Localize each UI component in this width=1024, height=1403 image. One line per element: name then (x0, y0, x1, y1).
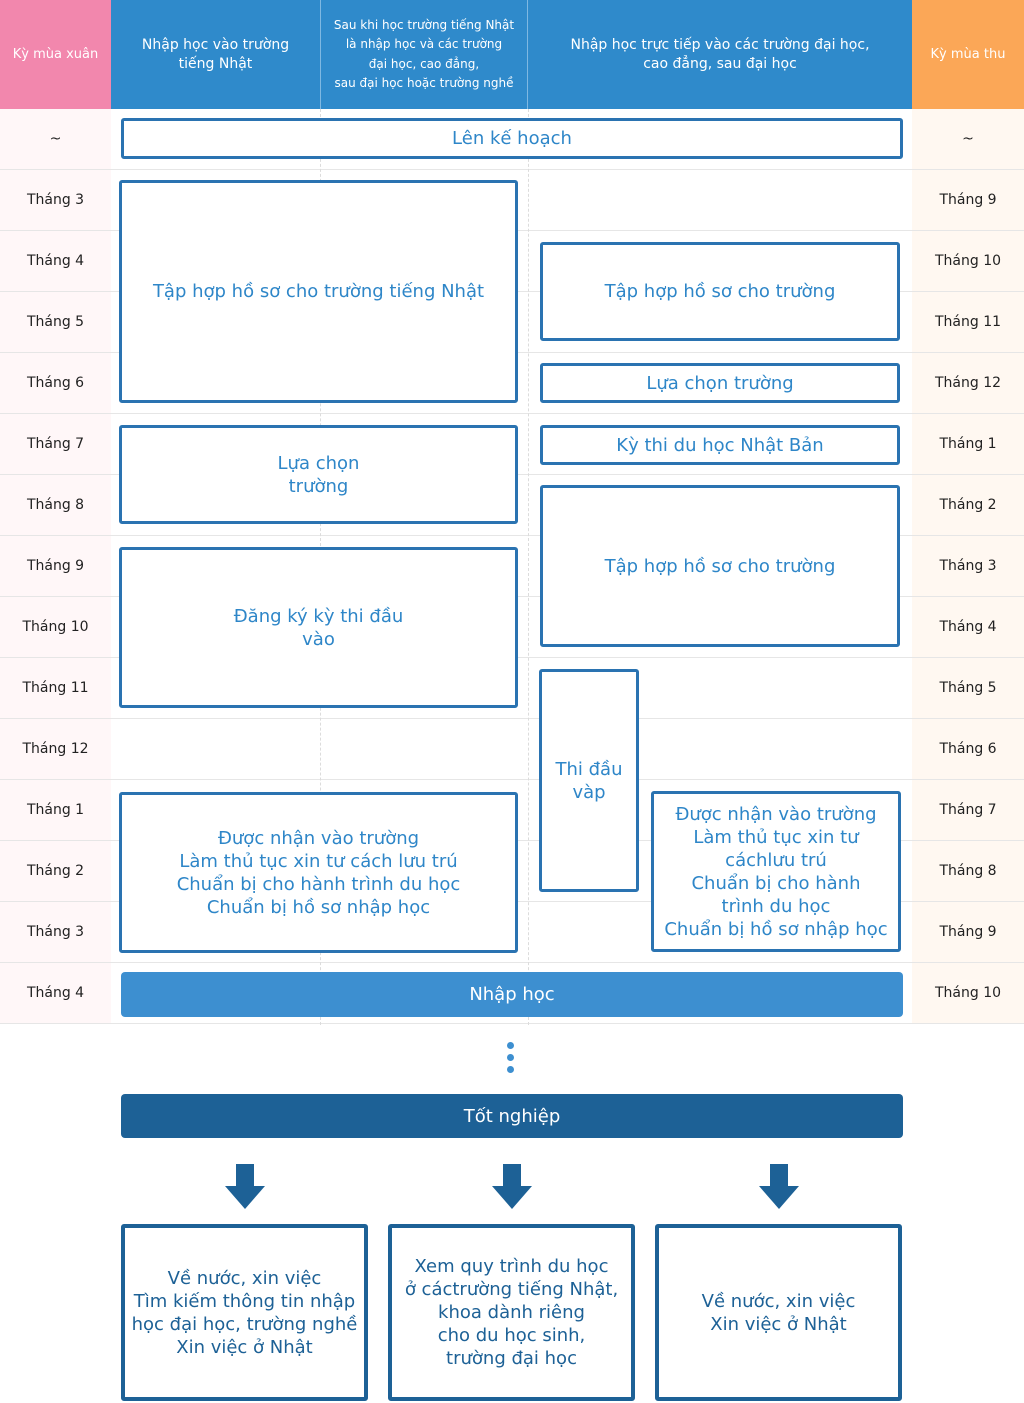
box-eju-exam: Kỳ thi du học Nhật Bản (540, 425, 900, 465)
outcome-box-3: Về nước, xin việc Xin việc ở Nhật (655, 1224, 902, 1401)
month-label-autumn: Tháng 12 (912, 353, 1024, 413)
outcome-box-1: Về nước, xin việc Tìm kiếm thông tin nhậ… (121, 1224, 368, 1401)
month-label-autumn: Tháng 3 (912, 536, 1024, 596)
month-label-autumn: Tháng 1 (912, 414, 1024, 474)
box-graduation: Tốt nghiệp (121, 1094, 903, 1138)
header-language-school: Nhập học vào trường tiếng Nhật (111, 0, 320, 109)
box-direct-choose-school: Lựa chọn trường (540, 363, 900, 403)
month-label-spring: Tháng 4 (0, 231, 111, 291)
month-label-autumn: Tháng 9 (912, 902, 1024, 962)
box-enrollment: Nhập học (121, 972, 903, 1017)
month-label-autumn: ~ (912, 109, 1024, 169)
month-label-spring: Tháng 8 (0, 475, 111, 535)
box-plan: Lên kế hoạch (121, 118, 903, 159)
month-label-spring: Tháng 7 (0, 414, 111, 474)
arrow-down-icon (759, 1164, 799, 1209)
month-label-autumn: Tháng 8 (912, 841, 1024, 901)
timeline-row-middle (111, 719, 912, 779)
box-direct-admitted: Được nhận vào trường Làm thủ tục xin tư … (651, 791, 901, 952)
month-label-autumn: Tháng 6 (912, 719, 1024, 779)
month-label-spring: Tháng 5 (0, 292, 111, 352)
month-label-autumn: Tháng 7 (912, 780, 1024, 840)
month-label-autumn: Tháng 9 (912, 170, 1024, 230)
header-after-language-school: Sau khi học trường tiếng Nhật là nhập họ… (320, 0, 528, 109)
month-label-autumn: Tháng 5 (912, 658, 1024, 718)
arrow-down-icon (225, 1164, 265, 1209)
month-label-autumn: Tháng 11 (912, 292, 1024, 352)
ellipsis-dot (507, 1066, 514, 1073)
header-autumn-term: Kỳ mùa thu (912, 0, 1024, 109)
ellipsis-dot (507, 1042, 514, 1049)
month-label-spring: Tháng 3 (0, 170, 111, 230)
box-language-school-documents: Tập hợp hồ sơ cho trường tiếng Nhật (119, 180, 518, 403)
month-label-spring: Tháng 12 (0, 719, 111, 779)
month-label-spring: Tháng 2 (0, 841, 111, 901)
box-direct-documents-2: Tập hợp hồ sơ cho trường (540, 485, 900, 647)
month-label-spring: Tháng 3 (0, 902, 111, 962)
month-label-autumn: Tháng 10 (912, 963, 1024, 1023)
month-label-spring: Tháng 11 (0, 658, 111, 718)
month-label-spring: Tháng 9 (0, 536, 111, 596)
ellipsis-dot (507, 1054, 514, 1061)
arrow-down-icon (492, 1164, 532, 1209)
month-label-autumn: Tháng 10 (912, 231, 1024, 291)
month-label-autumn: Tháng 2 (912, 475, 1024, 535)
box-language-school-admitted: Được nhận vào trường Làm thủ tục xin tư … (119, 792, 518, 953)
month-label-autumn: Tháng 4 (912, 597, 1024, 657)
timeline-row: Tháng 12 Tháng 6 (0, 719, 1024, 780)
month-label-spring: Tháng 10 (0, 597, 111, 657)
month-label-spring: ~ (0, 109, 111, 169)
header-direct-admission: Nhập học trực tiếp vào các trường đại họ… (528, 0, 912, 109)
column-divider (528, 109, 529, 1025)
month-label-spring: Tháng 4 (0, 963, 111, 1023)
month-label-spring: Tháng 1 (0, 780, 111, 840)
month-label-spring: Tháng 6 (0, 353, 111, 413)
header-spring-term: Kỳ mùa xuân (0, 0, 111, 109)
outcome-box-2: Xem quy trình du học ở cáctrường tiếng N… (388, 1224, 635, 1401)
box-direct-documents-1: Tập hợp hồ sơ cho trường (540, 242, 900, 341)
